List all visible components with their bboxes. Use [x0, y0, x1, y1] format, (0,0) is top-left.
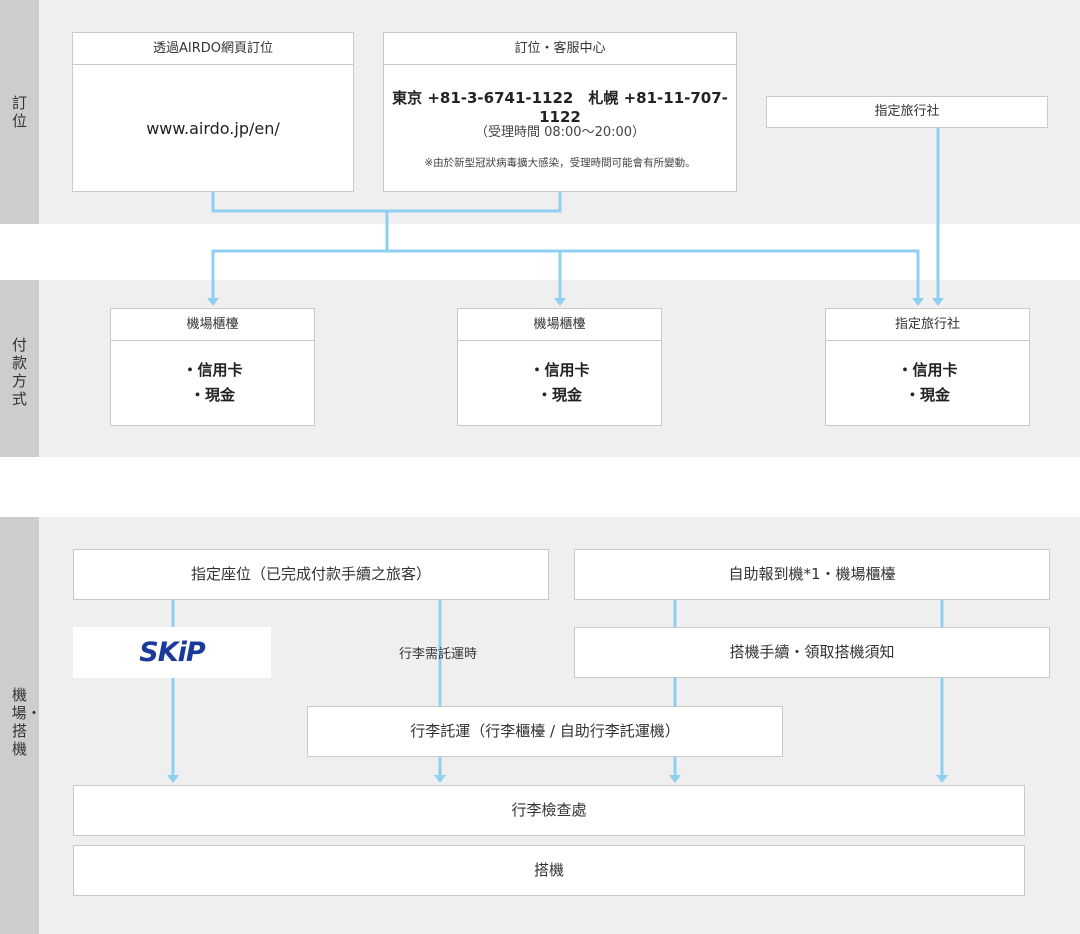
baggage-note: 行李需託運時 [399, 647, 478, 662]
payment-section-label: 付款方式 [11, 336, 27, 408]
callcenter-hours: （受理時間 08:00～20:00） [474, 125, 646, 140]
boarding-box: 搭機 [73, 845, 1025, 896]
checkin-box: 搭機手續・領取搭機須知 [574, 627, 1050, 678]
boarding-label: 搭機 [533, 861, 564, 879]
arrowhead-pay-2 [554, 298, 566, 306]
agency-label: 指定旅行社 [874, 104, 940, 119]
arrowhead-sec-4 [936, 775, 948, 783]
payment-item-cash: ・現金 [189, 386, 235, 404]
payment-box-airport-2: 機場櫃檯 ・信用卡 ・現金 [457, 308, 662, 426]
reserved-seat-label: 指定座位（已完成付款手續之旅客） [190, 565, 431, 583]
arrowhead-pay-3a [912, 298, 924, 306]
payment-box-title: 機場櫃檯 [111, 309, 314, 341]
arrow-web-down [211, 192, 562, 213]
kiosk-box: 自助報到機*1・機場櫃檯 [574, 549, 1050, 600]
airport-sidebar [0, 517, 39, 934]
arrowhead-sec-3 [669, 775, 681, 783]
payment-box-agency: 指定旅行社 ・信用卡 ・現金 [825, 308, 1030, 426]
payment-item-credit: ・信用卡 [897, 361, 958, 379]
kiosk-label: 自助報到機*1・機場櫃檯 [728, 565, 896, 583]
checkin-label: 搭機手續・領取搭機須知 [729, 643, 895, 661]
arrow-split [211, 249, 920, 299]
payment-item-credit: ・信用卡 [529, 361, 590, 379]
web-booking-title: 透過AIRDO網頁訂位 [73, 33, 353, 65]
skip-logo-box: SKiP [73, 627, 271, 678]
payment-box-title: 指定旅行社 [826, 309, 1029, 341]
arrowhead-sec-2 [434, 775, 446, 783]
security-box: 行李檢查處 [73, 785, 1025, 836]
arrowhead-sec-1 [167, 775, 179, 783]
web-booking-url[interactable]: www.airdo.jp/en/ [146, 119, 280, 138]
security-label: 行李檢查處 [511, 801, 587, 819]
arrowhead-pay-3b [932, 298, 944, 306]
callcenter-box: 訂位・客服中心 東京 +81-3-6741-1122 札幌 +81-11-707… [383, 32, 737, 192]
callcenter-note: ※由於新型冠狀病毒擴大感染，受理時間可能會有所變動。 [424, 157, 696, 169]
payment-sidebar [0, 280, 39, 457]
reserved-seat-box: 指定座位（已完成付款手續之旅客） [73, 549, 549, 600]
airport-section-label: 機場・搭機 [11, 686, 42, 758]
arrowhead-pay-1 [207, 298, 219, 306]
agency-box: 指定旅行社 [766, 96, 1048, 128]
baggage-drop-box: 行李託運（行李櫃檯 / 自助行李託運機） [307, 706, 783, 757]
payment-item-credit: ・信用卡 [182, 361, 243, 379]
skip-logo: SKiP [139, 637, 205, 668]
reservation-section-label: 訂位 [11, 94, 27, 130]
reservation-sidebar [0, 0, 39, 224]
callcenter-title: 訂位・客服中心 [384, 33, 736, 65]
web-booking-box: 透過AIRDO網頁訂位 www.airdo.jp/en/ [72, 32, 354, 192]
payment-item-cash: ・現金 [904, 386, 950, 404]
callcenter-phones: 東京 +81-3-6741-1122 札幌 +81-11-707-1122 [392, 89, 728, 126]
payment-box-airport-1: 機場櫃檯 ・信用卡 ・現金 [110, 308, 315, 426]
baggage-drop-label: 行李託運（行李櫃檯 / 自助行李託運機） [410, 722, 680, 740]
payment-box-title: 機場櫃檯 [458, 309, 661, 341]
payment-item-cash: ・現金 [536, 386, 582, 404]
